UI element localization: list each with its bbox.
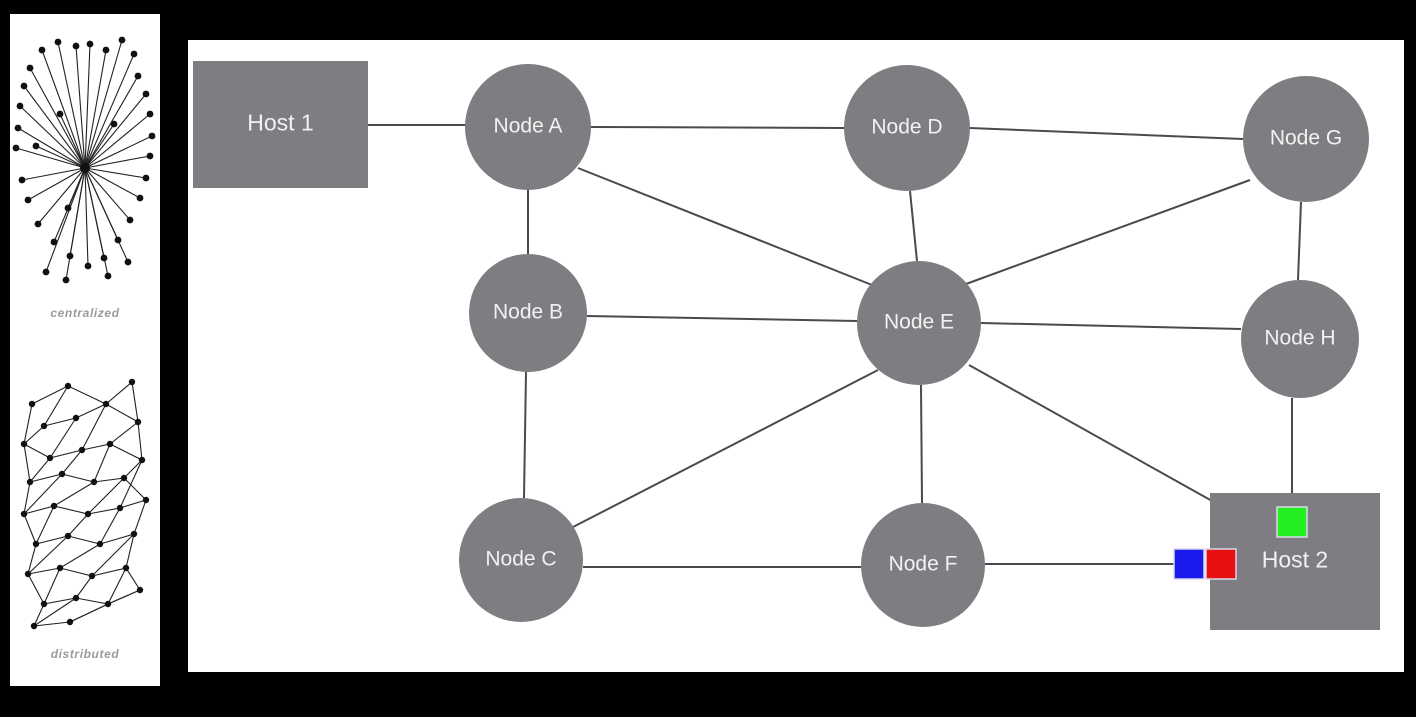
centralized-topology-diagram [12, 36, 156, 284]
node-e-label: Node E [884, 311, 954, 334]
host-1[interactable]: Host 1 [193, 61, 368, 188]
node-d[interactable]: Node D [844, 65, 970, 191]
port-group [1173, 506, 1308, 580]
topology-reference-panel: centralized [10, 14, 160, 686]
green-port-square[interactable] [1276, 506, 1308, 538]
network-diagram: Host 1 Host 2 Node A Node B N [193, 61, 1380, 630]
blue-port-square[interactable] [1173, 548, 1205, 580]
node-e[interactable]: Node E [857, 261, 981, 385]
centralized-caption: centralized [50, 306, 120, 320]
node-b-label: Node B [493, 301, 563, 324]
edge-nodee-nodeh [980, 322, 1242, 330]
node-d-circle[interactable] [844, 65, 970, 191]
node-b[interactable]: Node B [469, 254, 587, 372]
distributed-topology-figure: distributed [10, 369, 160, 679]
host-1-rect[interactable] [193, 61, 368, 188]
network-diagram-panel: Host 1 Host 2 Node A Node B N [188, 40, 1404, 672]
edge-nodee-nodef [920, 384, 923, 504]
node-f[interactable]: Node F [861, 503, 985, 627]
host-group: Host 1 Host 2 [193, 61, 1380, 630]
node-a[interactable]: Node A [465, 64, 591, 190]
centralized-topology-figure: centralized [10, 28, 160, 348]
node-b-circle[interactable] [469, 254, 587, 372]
distributed-caption: distributed [50, 647, 120, 661]
node-h-label: Node H [1264, 327, 1335, 350]
distributed-topology-diagram [20, 378, 150, 630]
edge-noded-nodeg [969, 127, 1244, 140]
node-group: Node A Node B Node C Node D Node E [459, 64, 1369, 627]
host-2-label: Host 2 [1262, 547, 1328, 573]
node-d-label: Node D [871, 116, 942, 139]
node-g-circle[interactable] [1243, 76, 1369, 202]
edge-nodec-nodee [572, 369, 879, 528]
edge-noded-nodee [909, 190, 918, 262]
node-c-label: Node C [485, 548, 556, 571]
host-1-label: Host 1 [247, 110, 313, 136]
node-a-label: Node A [494, 115, 563, 138]
edge-nodea-noded [590, 126, 845, 129]
node-e-circle[interactable] [857, 261, 981, 385]
node-h[interactable]: Node H [1241, 280, 1359, 398]
node-g[interactable]: Node G [1243, 76, 1369, 202]
edge-nodee-nodeg [965, 179, 1251, 285]
node-f-circle[interactable] [861, 503, 985, 627]
node-f-label: Node F [889, 553, 958, 576]
node-c-circle[interactable] [459, 498, 583, 622]
edge-nodeb-nodec [523, 371, 527, 499]
edge-group [368, 124, 1302, 568]
red-port-square[interactable] [1205, 548, 1237, 580]
edge-nodeg-nodeh [1297, 201, 1302, 281]
node-h-circle[interactable] [1241, 280, 1359, 398]
node-g-label: Node G [1270, 127, 1342, 150]
edge-nodea-nodee [577, 167, 873, 286]
node-c[interactable]: Node C [459, 498, 583, 622]
edge-nodee-host2 [968, 364, 1231, 512]
node-a-circle[interactable] [465, 64, 591, 190]
edge-nodeb-nodee [586, 315, 858, 322]
